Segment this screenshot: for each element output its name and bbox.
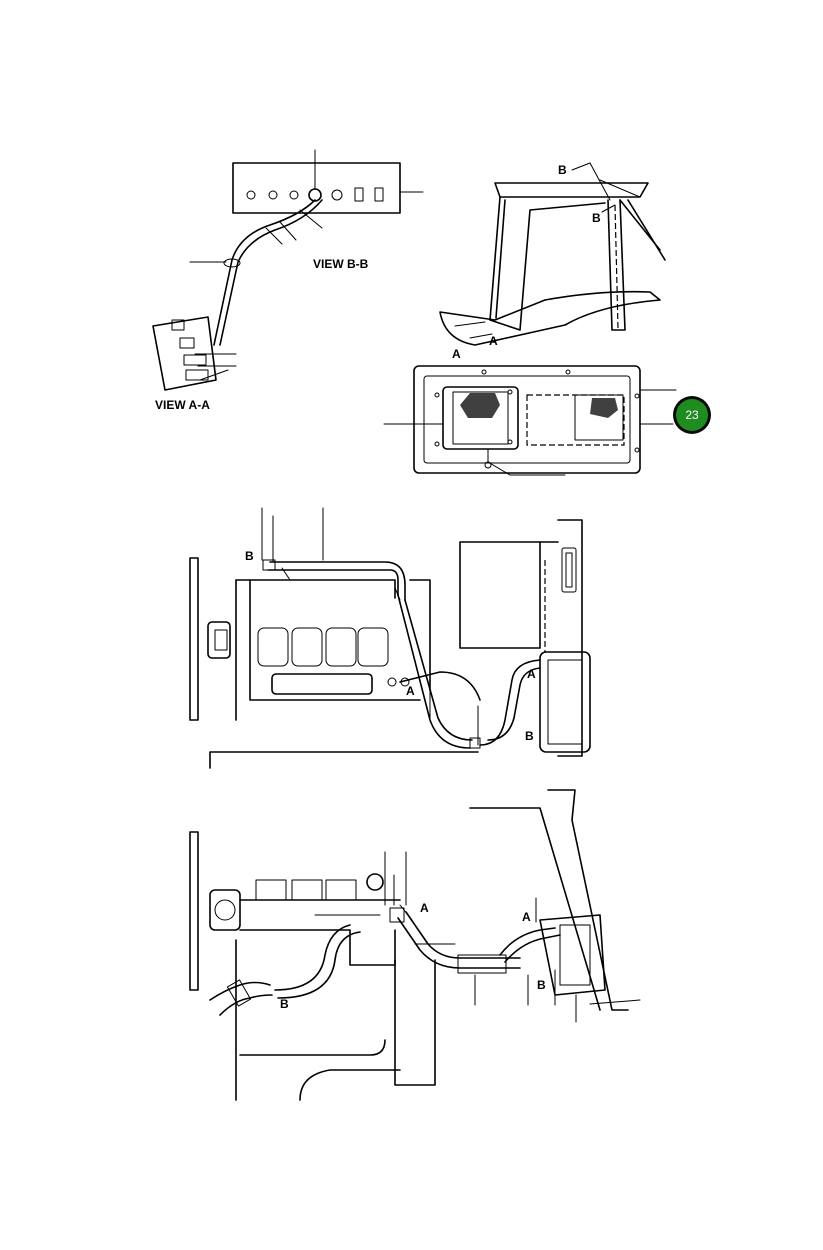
view-bb-label: VIEW B-B: [313, 257, 369, 271]
section-marker-a-left: A: [452, 347, 461, 361]
engine-label-b-right: B: [525, 729, 534, 743]
lower-label-a-right: A: [522, 910, 531, 924]
engine-label-a-right: A: [527, 667, 536, 681]
engine-label-a-left: A: [406, 684, 415, 698]
heater-panel: [383, 365, 677, 476]
section-marker-b: B: [558, 163, 567, 177]
view-aa-label: VIEW A-A: [155, 398, 210, 412]
lower-label-a-left: A: [420, 901, 429, 915]
section-marker-b-lower: B: [592, 211, 601, 225]
lower-label-b: B: [280, 997, 289, 1011]
section-marker-a-right: A: [489, 334, 498, 348]
lower-label-b-right: B: [537, 978, 546, 992]
callout-number: 23: [685, 408, 699, 422]
callout-circle: [676, 399, 708, 431]
engine-view-lower: B A A B: [189, 789, 641, 1101]
cab-view: B B A A: [439, 162, 666, 361]
callout-badge: 23: [673, 396, 711, 434]
engine-view-upper: B A A B: [189, 507, 591, 769]
engine-label-b: B: [245, 549, 254, 563]
view-bb-panel: VIEW B-B VIEW A-A: [152, 149, 424, 412]
